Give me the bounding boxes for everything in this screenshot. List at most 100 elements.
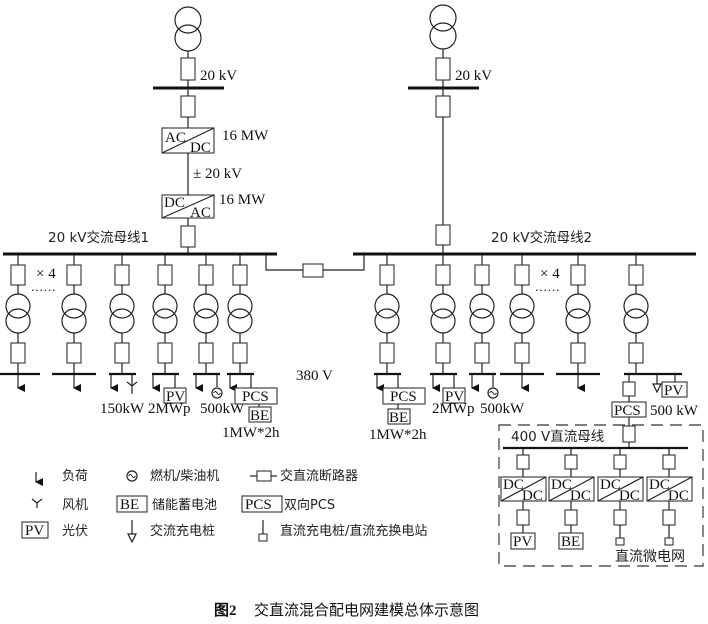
pv-box-icon (21, 521, 49, 539)
storage-rating: 1MW*2h (222, 425, 280, 441)
breaker-icon (613, 509, 627, 526)
breaker-icon (474, 264, 490, 286)
converter-bottom-label: DC (522, 488, 543, 504)
breaker-icon (435, 95, 451, 118)
dc-microgrid-boundary (498, 424, 704, 567)
generator-icon (487, 387, 499, 399)
feeder-branch (374, 254, 401, 376)
be-box (558, 532, 584, 550)
legend-label-load: 负荷 (62, 469, 88, 484)
left-bus-voltage: 20 kV (200, 68, 237, 84)
svg-text:PV: PV (445, 389, 464, 405)
svg-text:DC: DC (190, 140, 211, 156)
breaker-icon (232, 264, 248, 286)
bus1-multiplier: × 4 (36, 266, 56, 282)
breaker-icon (66, 342, 82, 364)
device-label: PV (513, 534, 532, 550)
transformer-icon (109, 293, 135, 334)
breaker-icon (180, 95, 196, 118)
svg-text:PV: PV (664, 383, 683, 399)
bus2-ellipsis: ...... (535, 279, 561, 294)
breaker-icon (180, 57, 196, 81)
transformer-icon (623, 293, 649, 334)
svg-text:PV: PV (166, 389, 185, 405)
breaker-icon (435, 224, 451, 246)
transformer-icon (430, 293, 456, 334)
bus1-ellipsis: ...... (31, 279, 57, 294)
figure-title: 交直流混合配电网建模总体示意图 (254, 601, 479, 619)
generator-icon (211, 387, 223, 399)
pv-rating: 2MWp (148, 401, 191, 417)
pv-box (661, 381, 688, 398)
feeder-branch (0, 254, 40, 376)
transformer-icon (374, 293, 400, 334)
bus2-multiplier: × 4 (540, 266, 560, 282)
feeder-branch (52, 254, 96, 376)
converter-bottom-label: DC (619, 488, 640, 504)
breaker-icon (198, 342, 214, 364)
breaker-icon (628, 342, 644, 364)
battery-box-icon (116, 495, 148, 513)
breaker-icon (232, 342, 248, 364)
breaker-icon (613, 454, 627, 470)
legend-label-pv: 光伏 (62, 524, 88, 539)
dc-charger-icon (664, 537, 674, 546)
converter-top-label: DC (600, 477, 621, 493)
left-source-transformer (174, 6, 202, 52)
breaker-icon (516, 509, 530, 526)
converter1-rating: 16 MW (222, 128, 269, 144)
bus1-label: 20 kV交流母线1 (48, 229, 149, 246)
breaker-icon (435, 342, 451, 364)
breaker-icon (157, 264, 173, 286)
svg-text:PV: PV (25, 523, 44, 539)
dc-ac-converter: DC AC (161, 194, 215, 221)
breaker-icon (628, 264, 644, 286)
be-box (248, 406, 272, 423)
breaker-icon (180, 225, 196, 248)
breaker-icon (514, 342, 530, 364)
feeder-branch (227, 254, 254, 376)
svg-text:BE: BE (389, 410, 408, 426)
dc-bus-label: 400 V直流母线 (511, 429, 604, 445)
breaker-icon (114, 342, 130, 364)
breaker-icon (662, 509, 676, 526)
feeder-branch (430, 254, 457, 376)
legend-label-battery: 储能蓄电池 (152, 498, 217, 513)
pv-box (163, 387, 187, 404)
wind-rating: 150kW (100, 401, 145, 417)
feeder-branch (623, 254, 682, 376)
breaker-icon (435, 57, 451, 81)
breaker-icon (516, 454, 530, 470)
converter-bottom-label: DC (668, 488, 689, 504)
pcs-box-icon (241, 495, 283, 513)
breaker-icon (662, 454, 676, 470)
breaker-icon (66, 264, 82, 286)
breaker-icon (157, 342, 173, 364)
transformer-icon (193, 293, 219, 334)
ac-charger-icon (127, 520, 137, 544)
low-voltage-label: 380 V (296, 368, 333, 384)
converter2-rating: 16 MW (219, 192, 266, 208)
tie-breaker-icon (302, 263, 324, 278)
svg-text:PCS: PCS (390, 389, 417, 405)
svg-text:PCS: PCS (245, 497, 272, 513)
converter-top-label: DC (503, 477, 524, 493)
pv-rating-2: 2MWp (432, 401, 475, 417)
breaker-icon (379, 264, 395, 286)
storage-rating-2: 1MW*2h (369, 427, 427, 443)
breaker-icon (250, 470, 277, 482)
be-box (387, 408, 411, 425)
legend: 负荷 风机 PV 光伏 燃机/柴油机 BE 储能蓄电池 交流充电桩 交直流断路器… (21, 468, 427, 544)
converter-bottom-label: DC (570, 488, 591, 504)
legend-label-pcs: 双向PCS (284, 497, 335, 513)
ac-dc-converter: AC DC (161, 127, 215, 156)
transformer-icon (152, 293, 178, 334)
legend-label-dc-charger: 直流充电桩/直流充换电站 (280, 523, 427, 539)
feeder-branch (556, 254, 600, 376)
svg-text:BE: BE (120, 497, 139, 513)
bus2-label: 20 kV交流母线2 (491, 229, 592, 246)
